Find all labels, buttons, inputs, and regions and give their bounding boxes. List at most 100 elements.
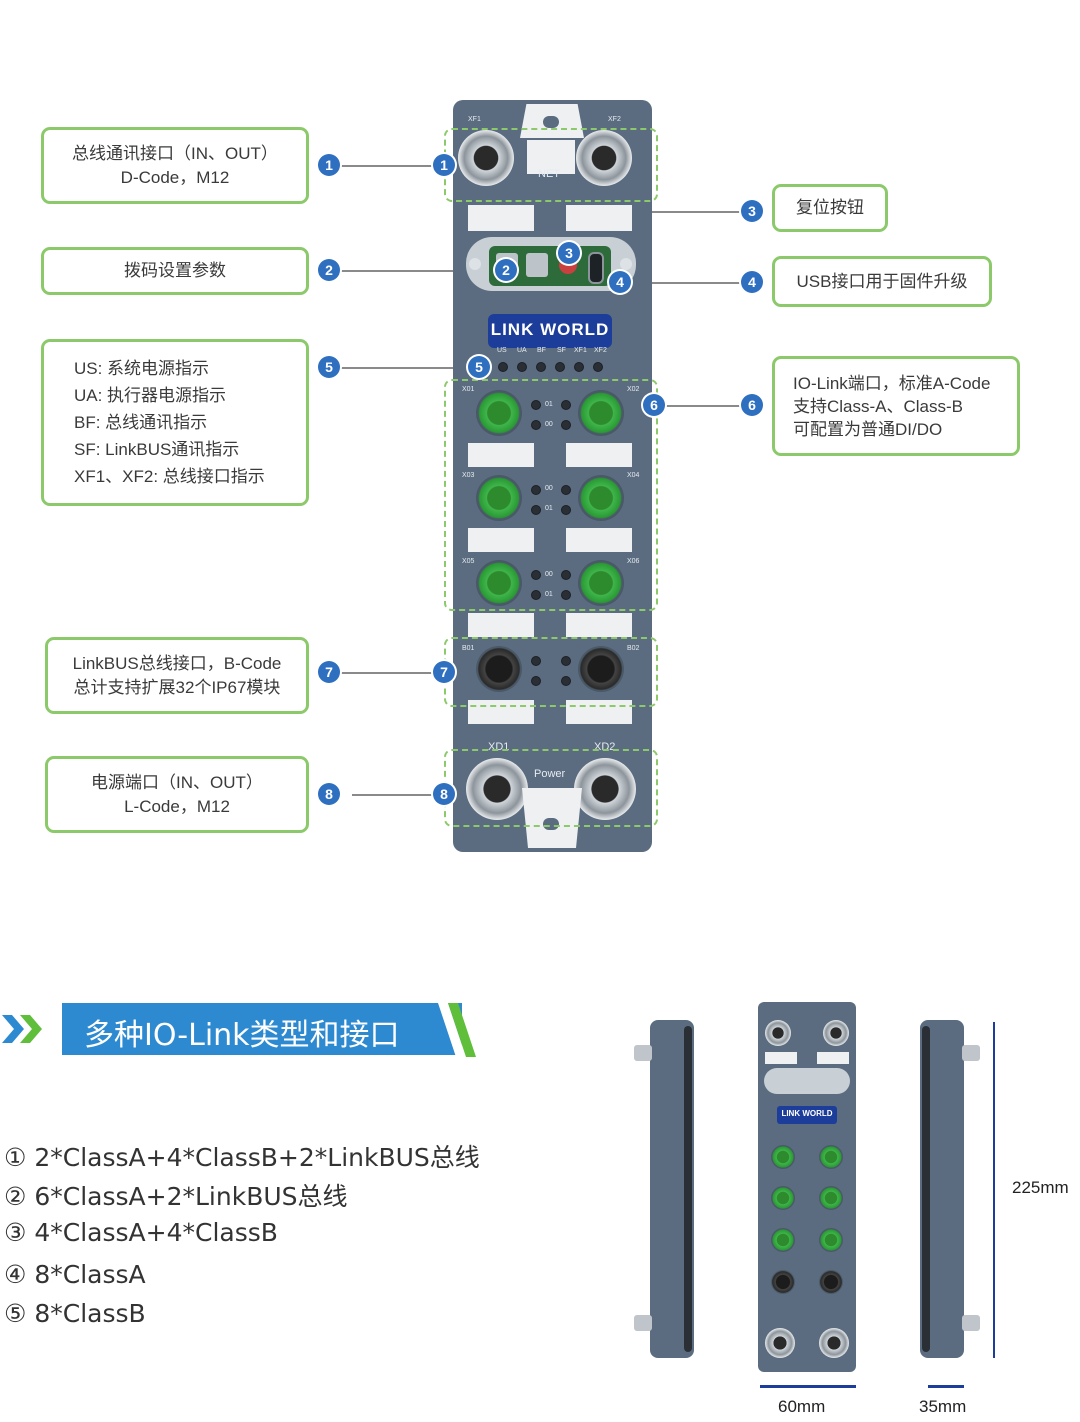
marker-6: 6 xyxy=(643,394,665,416)
side-edge xyxy=(922,1026,930,1352)
led-label: XF2 xyxy=(594,347,607,354)
section-banner xyxy=(62,1003,462,1055)
net-port xyxy=(765,1020,791,1046)
marker-1: 1 xyxy=(318,154,340,176)
side-connector xyxy=(962,1045,980,1061)
callout-text: 总计支持扩展32个IP67模块 xyxy=(73,677,281,697)
service-window xyxy=(764,1068,850,1094)
dimension-line-height xyxy=(993,1022,995,1358)
marker-3: 3 xyxy=(558,242,580,264)
brand-logo: LINK WORLD xyxy=(490,320,610,339)
list-text: 6*ClassA+2*LinkBUS总线 xyxy=(34,1182,348,1211)
led-us xyxy=(498,362,508,372)
marker-2: 2 xyxy=(495,259,517,281)
callout-usb: USB接口用于固件升级 xyxy=(772,256,992,307)
channel-label: 00 xyxy=(545,421,553,428)
iolink-port-x03[interactable] xyxy=(476,475,522,521)
port-led xyxy=(531,590,541,600)
list-text: 4*ClassA+4*ClassB xyxy=(34,1218,278,1247)
marker-5: 5 xyxy=(468,356,490,378)
linkbus-port-b01[interactable] xyxy=(476,646,522,692)
net-label: NET xyxy=(538,168,560,180)
usb-port[interactable] xyxy=(588,252,604,284)
list-index: ③ xyxy=(4,1218,27,1247)
led-xf1 xyxy=(574,362,584,372)
callout-text: XF1、XF2: 总线接口指示 xyxy=(74,467,265,486)
chevron-double-icon xyxy=(2,1013,50,1045)
linkbus-port-b02[interactable] xyxy=(578,646,624,692)
callout-text: 可配置为普通DI/DO xyxy=(793,419,943,439)
net-port xyxy=(823,1020,849,1046)
iolink-port-x04[interactable] xyxy=(578,475,624,521)
label-plate xyxy=(566,700,632,724)
port-led xyxy=(561,485,571,495)
label-plate xyxy=(566,205,632,231)
linkbus-port xyxy=(771,1270,795,1294)
callout-power-port: 电源端口（IN、OUT） L-Code，M12 xyxy=(45,756,309,833)
marker-8: 8 xyxy=(433,783,455,805)
net-port-xf2[interactable] xyxy=(576,130,632,186)
iolink-port xyxy=(819,1145,843,1169)
highlight-iolink-ports xyxy=(444,379,658,611)
net-label-plate xyxy=(527,140,575,174)
callout-text: 拨码设置参数 xyxy=(124,261,226,280)
iolink-port-x06[interactable] xyxy=(578,560,624,606)
callout-text: US: 系统电源指示 xyxy=(74,359,210,378)
brand-badge xyxy=(777,1106,837,1124)
port-label: X03 xyxy=(462,472,475,479)
callout-bus-interface: 总线通讯接口（IN、OUT） D-Code，M12 xyxy=(41,127,309,204)
label-plate xyxy=(817,1052,849,1064)
port-label: B02 xyxy=(627,645,640,652)
list-item: ③ 4*ClassA+4*ClassB xyxy=(4,1218,278,1247)
side-connector xyxy=(962,1315,980,1331)
led-label: US xyxy=(497,347,507,354)
iolink-port-x01[interactable] xyxy=(476,390,522,436)
channel-label: 01 xyxy=(545,591,553,598)
dimension-line-width xyxy=(760,1385,856,1388)
label-plate xyxy=(566,443,632,467)
callout-text: 支持Class-A、Class-B xyxy=(793,396,964,416)
port-label: XF2 xyxy=(608,116,621,123)
marker-5: 5 xyxy=(318,356,340,378)
marker-1: 1 xyxy=(433,154,455,176)
power-port-xd2[interactable] xyxy=(574,758,636,820)
connector-line xyxy=(352,794,432,796)
power-port xyxy=(819,1328,849,1358)
list-index: ① xyxy=(4,1143,27,1172)
iolink-port xyxy=(771,1186,795,1210)
connector-line xyxy=(340,165,432,167)
screw-icon xyxy=(620,258,632,270)
led-sf xyxy=(555,362,565,372)
side-connector xyxy=(634,1315,652,1331)
port-label: B01 xyxy=(462,645,475,652)
port-led xyxy=(531,400,541,410)
list-text: 8*ClassA xyxy=(34,1260,146,1289)
port-label: X04 xyxy=(627,472,640,479)
port-label: X06 xyxy=(627,558,640,565)
net-port-xf1[interactable] xyxy=(458,130,514,186)
list-item: ① 2*ClassA+4*ClassB+2*LinkBUS总线 xyxy=(4,1138,480,1174)
highlight-power-ports xyxy=(444,749,658,827)
power-port-xd1[interactable] xyxy=(466,758,528,820)
power-label: Power xyxy=(534,768,566,780)
dimension-height: 225mm xyxy=(1012,1178,1069,1197)
iolink-port xyxy=(819,1228,843,1252)
marker-2: 2 xyxy=(318,259,340,281)
iolink-port-x02[interactable] xyxy=(578,390,624,436)
port-led xyxy=(531,420,541,430)
list-index: ⑤ xyxy=(4,1299,27,1328)
iolink-port-x05[interactable] xyxy=(476,560,522,606)
port-label: XF1 xyxy=(468,116,481,123)
list-item: ④ 8*ClassA xyxy=(4,1260,146,1289)
callout-text: L-Code，M12 xyxy=(124,796,230,816)
port-led xyxy=(531,676,541,686)
port-label: X05 xyxy=(462,558,475,565)
connector-line xyxy=(630,282,741,284)
label-plate xyxy=(468,205,534,231)
callout-status-leds: US: 系统电源指示 UA: 执行器电源指示 BF: 总线通讯指示 SF: Li… xyxy=(41,339,309,506)
dip-switch[interactable] xyxy=(526,253,548,277)
screw-icon xyxy=(469,258,481,270)
label-plate xyxy=(765,1052,797,1064)
callout-reset-button: 复位按钮 xyxy=(772,184,888,232)
callout-iolink-ports: IO-Link端口，标准A-Code 支持Class-A、Class-B 可配置… xyxy=(772,356,1020,456)
